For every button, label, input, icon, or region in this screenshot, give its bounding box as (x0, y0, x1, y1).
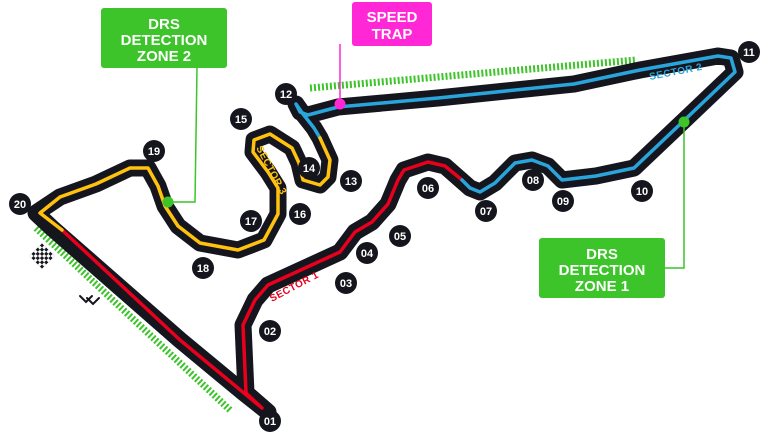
turn-number: 04 (361, 248, 374, 260)
drs-zone-1-line-3: ZONE 1 (575, 278, 629, 295)
drs-zone-1-callout: DRS DETECTION ZONE 1 (539, 238, 665, 298)
speed-trap-callout: SPEED TRAP (352, 2, 432, 46)
drs-zone-2-line-2: DETECTION (121, 32, 208, 49)
turn-number: 09 (557, 196, 569, 208)
turn-marker-circle (417, 177, 439, 199)
turn-marker-circle (289, 203, 311, 225)
turn-marker-circle (335, 272, 357, 294)
turn-marker-circle (259, 410, 281, 432)
turn-markers: 01 02 03 04 05 06 07 08 09 10 11 12 13 14 15 16 17 18 19 20 (9, 41, 760, 432)
turn-number: 08 (527, 175, 539, 187)
drs-zone-2-line-1: DRS (148, 16, 180, 33)
turn-marker-04: 04 (356, 242, 378, 264)
sector-2-line (294, 54, 737, 194)
turn-number: 12 (280, 89, 292, 101)
direction-chevrons-icon (79, 295, 100, 306)
turn-marker-13: 13 (340, 170, 362, 192)
turn-number: 17 (245, 216, 257, 228)
turn-marker-03: 03 (335, 272, 357, 294)
turn-marker-06: 06 (417, 177, 439, 199)
turn-marker-02: 02 (259, 320, 281, 342)
turn-marker-circle (240, 210, 262, 232)
drs-zone-2-point (162, 196, 174, 208)
turn-marker-07: 07 (475, 200, 497, 222)
turn-marker-circle (738, 41, 760, 63)
turn-number: 11 (743, 47, 755, 59)
turn-number: 13 (345, 176, 357, 188)
speed-trap-line-1: SPEED (367, 9, 418, 26)
drs-stripes (33, 56, 637, 413)
speed-trap-point (334, 98, 346, 110)
turn-number: 15 (235, 114, 247, 126)
turn-number: 16 (294, 209, 306, 221)
drs-zone-1-box (539, 238, 665, 298)
turn-marker-circle (631, 180, 653, 202)
drs-zone-1-line-1: DRS (586, 246, 618, 263)
turn-marker-circle (552, 190, 574, 212)
turn-number: 01 (264, 416, 276, 428)
turn-number: 02 (264, 326, 276, 338)
turn-marker-05: 05 (389, 225, 411, 247)
turn-marker-circle (298, 157, 320, 179)
drs-zone-1-leader-line (665, 122, 685, 269)
checkered-flag-icon (29, 243, 55, 269)
turn-number: 05 (394, 231, 406, 243)
drs-zone-stripe-back-straight (309, 56, 637, 92)
turn-number: 06 (422, 183, 434, 195)
turn-marker-15: 15 (230, 108, 252, 130)
turn-number: 19 (148, 146, 160, 158)
turn-marker-01: 01 (259, 410, 281, 432)
turn-marker-10: 10 (631, 180, 653, 202)
sector-3-line (38, 132, 332, 252)
turn-marker-circle (389, 225, 411, 247)
turn-marker-circle (259, 320, 281, 342)
drs-zone-2-callout: DRS DETECTION ZONE 2 (101, 8, 227, 68)
turn-number: 03 (340, 278, 352, 290)
turn-number: 07 (480, 206, 492, 218)
turn-marker-circle (275, 83, 297, 105)
turn-marker-circle (522, 169, 544, 191)
turn-marker-circle (475, 200, 497, 222)
turn-marker-circle (356, 242, 378, 264)
drs-zone-1-line-2: DETECTION (559, 262, 646, 279)
turn-marker-circle (230, 108, 252, 130)
turn-number: 14 (303, 163, 316, 175)
speed-trap-line-2: TRAP (372, 26, 413, 43)
drs-zone-stripe-main-straight (33, 225, 233, 413)
turn-marker-20: 20 (9, 193, 31, 215)
turn-marker-circle (9, 193, 31, 215)
turn-marker-circle (143, 140, 165, 162)
turn-marker-14: 14 (298, 157, 320, 179)
turn-marker-11: 11 (738, 41, 760, 63)
turn-marker-16: 16 (289, 203, 311, 225)
turn-number: 10 (636, 186, 648, 198)
leader-lines (168, 44, 685, 269)
drs-zone-2-line-3: ZONE 2 (137, 48, 191, 65)
turn-marker-circle (192, 257, 214, 279)
turn-marker-12: 12 (275, 83, 297, 105)
turn-marker-18: 18 (192, 257, 214, 279)
turn-marker-08: 08 (522, 169, 544, 191)
turn-marker-19: 19 (143, 140, 165, 162)
drs-zone-2-leader-line (168, 67, 198, 203)
turn-marker-09: 09 (552, 190, 574, 212)
sector-1-line (60, 160, 464, 410)
drs-zone-2-box (101, 8, 227, 68)
track-outline (27, 47, 744, 421)
drs-zone-1-point (678, 116, 690, 128)
turn-marker-circle (340, 170, 362, 192)
turn-number: 18 (197, 263, 209, 275)
speed-trap-box (352, 2, 432, 46)
turn-marker-17: 17 (240, 210, 262, 232)
turn-number: 20 (14, 199, 26, 211)
